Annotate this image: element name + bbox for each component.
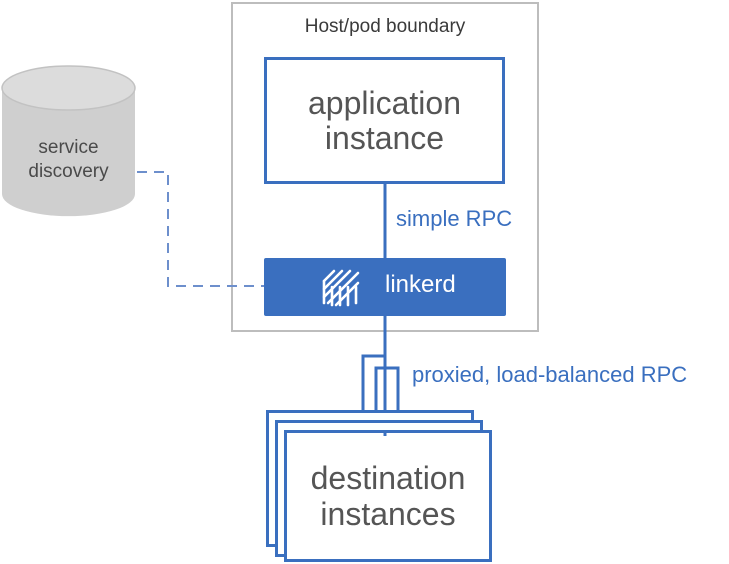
destination-instances-label: destination instances xyxy=(310,460,466,532)
simple-rpc-label: simple RPC xyxy=(396,206,513,231)
proxied-rpc-line-middle xyxy=(374,366,400,434)
proxied-rpc-label: proxied, load-balanced RPC xyxy=(412,362,688,387)
application-instance-box: application instance xyxy=(264,57,505,184)
destination-instance-card-front xyxy=(284,430,492,562)
linkerd-proxy-bar xyxy=(264,258,506,316)
application-instance-label: application instance xyxy=(308,84,461,156)
host-pod-boundary-label: Host/pod boundary xyxy=(304,16,466,37)
service-discovery-label: service discovery xyxy=(28,137,109,182)
linkerd-label: linkerd xyxy=(385,271,456,298)
linkerd-logo-icon xyxy=(322,269,360,307)
database-cylinder-icon xyxy=(1,65,136,217)
service-discovery-dashed-line xyxy=(137,171,264,287)
